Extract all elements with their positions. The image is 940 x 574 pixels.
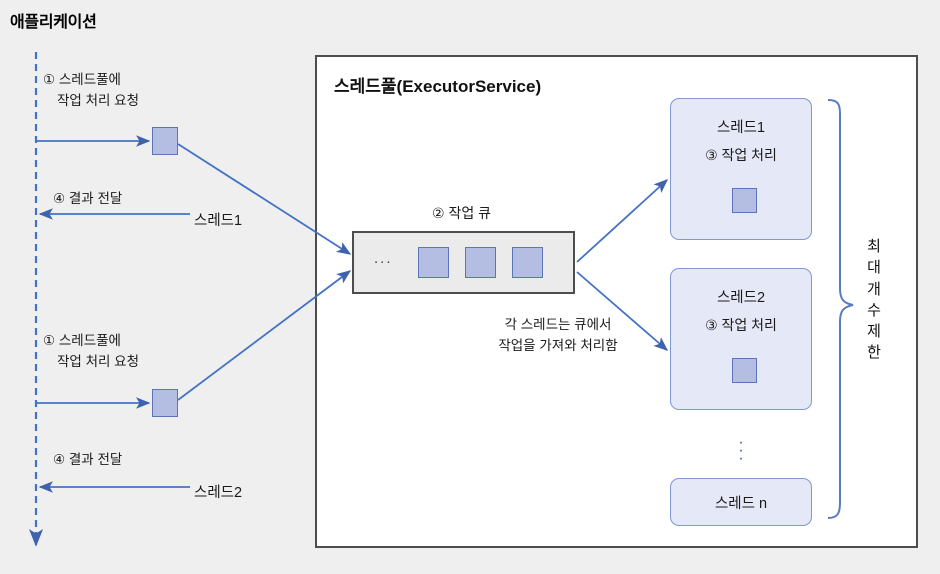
queue-task-square-3 [512,247,543,278]
brace-char-5: 한 [867,344,881,362]
queue-label: ② 작업 큐 [432,205,491,221]
thread-1-processing-icon [711,177,771,229]
task-queue [352,231,575,294]
thread-1-task-square [732,188,757,213]
thread-2-task-square [732,358,757,383]
brace-char-3: 수 [867,301,881,319]
threadpool-title: 스레드풀(ExecutorService) [334,77,542,96]
result-thread-caption-2: 스레드2 [194,485,243,501]
queue-note: 각 스레드는 큐에서 작업을 가져와 처리함 [458,315,658,357]
request-label-2: ① 스레드풀에 작업 처리 요청 [43,331,139,373]
brace-char-4: 제 [867,323,881,341]
result-label-1: ④ 결과 전달 [53,191,123,206]
request-label-1-line1: ① 스레드풀에 [43,72,121,87]
queue-note-line2: 작업을 가져와 처리함 [498,337,618,353]
queue-note-line1: 각 스레드는 큐에서 [504,317,612,332]
application-task-square-1 [152,127,178,155]
thread-box-2-title: 스레드2 [716,290,766,306]
request-label-1: ① 스레드풀에 작업 처리 요청 [43,70,139,112]
brace-char-0: 최 [867,238,881,255]
max-count-brace-label: 최 대 개 수 제 한 [861,236,887,364]
request-label-2-line2: 작업 처리 요청 [57,353,140,369]
queue-ellipsis: ... [374,250,393,267]
request-label-2-line1: ① 스레드풀에 [43,333,121,348]
application-task-square-2 [152,389,178,417]
queue-task-square-1 [418,247,449,278]
thread-2-processing-icon [711,347,771,399]
thread-vertical-ellipsis: · · · [670,432,812,467]
thread-box-2: 스레드2 ③ 작업 처리 [670,268,812,410]
request-label-1-line2: 작업 처리 요청 [57,92,140,108]
thread-box-1-step: ③ 작업 처리 [705,147,777,163]
result-label-2: ④ 결과 전달 [53,452,123,467]
thread-box-2-step: ③ 작업 처리 [705,317,777,333]
vdot-3: · [738,448,744,467]
threadpool-container [315,55,918,548]
vdot-1: · [738,432,744,451]
vdot-2: · [738,440,744,459]
thread-box-1-title: 스레드1 [716,120,766,136]
thread-box-n: 스레드 n [670,478,812,526]
thread-box-1: 스레드1 ③ 작업 처리 [670,98,812,240]
result-thread-caption-1: 스레드1 [194,213,243,229]
brace-char-2: 개 [867,280,881,298]
page-title: 애플리케이션 [10,14,97,31]
thread-box-n-title: 스레드 n [714,496,768,512]
brace-char-1: 대 [867,259,881,277]
queue-task-square-2 [465,247,496,278]
